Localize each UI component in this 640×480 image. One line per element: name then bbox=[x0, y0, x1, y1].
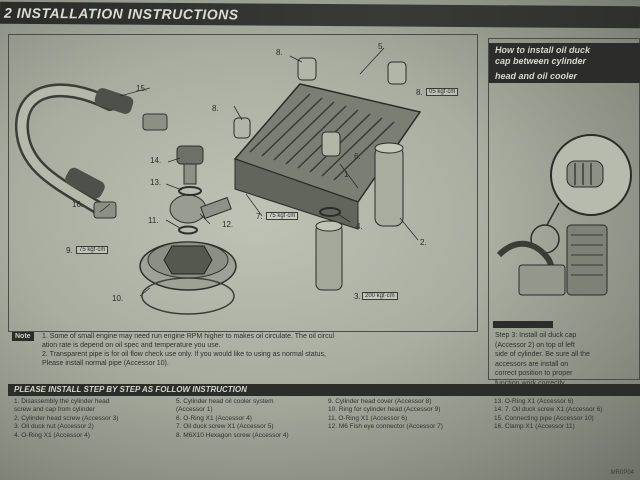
cylinder-head-screw bbox=[315, 223, 343, 291]
inset-title-line-1: How to install oil duck bbox=[495, 45, 591, 55]
callout-9: 9. bbox=[66, 246, 73, 255]
callout-6: 6. bbox=[354, 152, 361, 161]
inset-step-line: accessors are install on bbox=[495, 360, 569, 368]
header-title: 2 INSTALLATION INSTRUCTIONS bbox=[3, 4, 239, 23]
callout-3: 3. bbox=[354, 292, 361, 301]
note-line-4: Please install normal pipe (Accessor 10)… bbox=[42, 360, 169, 367]
note-line-1: 1. Some of small engine may need run eng… bbox=[42, 333, 335, 340]
step-item: 11. O-Ring X1 (Accessor 6) bbox=[328, 414, 407, 422]
step-item: (Accessor 1) bbox=[176, 406, 213, 414]
step-item: 9. Cylinder head cover (Accessor 8) bbox=[328, 398, 432, 405]
screw-8-left bbox=[233, 117, 251, 139]
fish-eye-connector bbox=[169, 194, 207, 224]
callout-8-right: 8. bbox=[416, 88, 423, 97]
callout-7: 7. bbox=[256, 212, 263, 221]
callout-16: 16. bbox=[72, 200, 84, 209]
step-item: 8. M6X10 Hexagon screw (Accessor 4) bbox=[176, 431, 289, 439]
torque-7: 75 kgf·cm bbox=[266, 212, 299, 220]
screw-8-top bbox=[297, 57, 317, 81]
callout-8-left: 8. bbox=[212, 104, 219, 113]
note-line-3: 2. Transparent pipe is for oil flow chec… bbox=[42, 351, 326, 358]
step-item: 5. Cylinder head oil cooler system bbox=[176, 398, 274, 405]
diagram-frame bbox=[8, 34, 478, 332]
torque-9: 75 kgf·cm bbox=[76, 246, 109, 254]
step-item: 6. O-Ring X1 (Accessor 4) bbox=[176, 414, 252, 422]
pipe-sleeve-bottom bbox=[65, 167, 105, 199]
inset-title: How to install oil duck cap between cyli… bbox=[489, 43, 640, 71]
bolt-14 bbox=[176, 145, 204, 165]
inset-title-line-3: head and oil cooler bbox=[489, 71, 640, 83]
inset-panel: How to install oil duck cap between cyli… bbox=[488, 38, 640, 387]
note-line-2: ation rate is depend on oil spec and tem… bbox=[42, 342, 221, 349]
step-item: 13. O-Ring X1 (Accessor 6) bbox=[494, 398, 574, 405]
callout-10: 10. bbox=[112, 294, 124, 303]
clamp-top bbox=[142, 113, 168, 131]
step-item: 4. O-Ring X1 (Accessor 4) bbox=[14, 431, 90, 439]
exploded-diagram bbox=[14, 47, 422, 315]
step-item: 14. 7. Oil duck screw X1 (Accessor 6) bbox=[494, 406, 603, 414]
steps-column-4: 13. O-Ring X1 (Accessor 6)14. 7. Oil duc… bbox=[494, 398, 602, 432]
step-item: screw and cap from cylinder bbox=[14, 406, 95, 414]
hex-nut bbox=[163, 245, 213, 275]
footer-code: MR0P04 bbox=[610, 470, 634, 476]
callout-15: 15. bbox=[136, 84, 148, 93]
screw-6 bbox=[321, 131, 341, 157]
notes-section: Note 1. Some of small engine may need ru… bbox=[12, 332, 474, 374]
step-item: 16. Clamp X1 (Accessor 11) bbox=[494, 423, 575, 431]
callout-4: 4. bbox=[356, 222, 363, 231]
inset-step-line: side of cylinder. Be sure all the bbox=[495, 351, 590, 358]
o-ring-13 bbox=[178, 186, 202, 196]
inset-cooler bbox=[566, 224, 608, 296]
inset-step-line: (Accessor 2) on top of left bbox=[495, 341, 575, 349]
step-item: 7. Oil duck screw X1 (Accessor 5) bbox=[176, 423, 274, 431]
inset-step-line: Step 3: Install oil duck cap bbox=[495, 332, 577, 339]
torque-3: 200 kgf·cm bbox=[362, 292, 398, 300]
callout-13: 13. bbox=[150, 178, 162, 187]
pipe-sleeve-top bbox=[94, 88, 134, 114]
inset-step-line: function work correctly. bbox=[495, 379, 567, 387]
header-bar: 2 INSTALLATION INSTRUCTIONS bbox=[0, 1, 640, 29]
callout-1: 1. bbox=[344, 170, 351, 179]
oil-duck-screw bbox=[374, 145, 404, 227]
steps-column-1: 1. Disassembly the cylinder head screw a… bbox=[14, 398, 118, 440]
inset-title-line-2: cap between cylinder bbox=[495, 56, 587, 66]
cover-ring bbox=[141, 277, 235, 315]
callout-5: 5. bbox=[378, 42, 385, 51]
inset-step-line: correct position to proper bbox=[495, 370, 573, 377]
step-item: 3. Oil duck nut (Accessor 2) bbox=[14, 423, 94, 431]
torque-8: 05 kgf·cm bbox=[426, 88, 459, 96]
inset-diagram bbox=[496, 134, 632, 296]
step-item: 10. Ring for cylinder head (Accessor 9) bbox=[328, 406, 441, 414]
callout-14: 14. bbox=[150, 156, 162, 165]
screw-8-right bbox=[387, 61, 407, 85]
callout-2: 2. bbox=[420, 238, 427, 247]
step-item: 1. Disassembly the cylinder head bbox=[14, 398, 110, 405]
inset-step-bar bbox=[493, 321, 553, 328]
inset-step-text: Step 3: Install oil duck cap (Accessor 2… bbox=[495, 331, 640, 388]
steps-column-2: 5. Cylinder head oil cooler system (Acce… bbox=[176, 398, 289, 440]
steps-title: PLEASE INSTALL STEP BY STEP AS FOLLOW IN… bbox=[8, 384, 640, 396]
steps-column-3: 9. Cylinder head cover (Accessor 8)10. R… bbox=[328, 398, 443, 432]
step-item: 15. Connecting pipe (Accessor 10) bbox=[494, 414, 594, 422]
clamp-bottom bbox=[93, 201, 117, 219]
callout-11: 11. bbox=[148, 216, 159, 225]
cooler-fins bbox=[249, 93, 395, 181]
leader-lines bbox=[99, 47, 419, 297]
o-ring-4 bbox=[319, 207, 341, 217]
step-item: 2. Cylinder head screw (Accessor 3) bbox=[14, 414, 119, 422]
note-badge: Note bbox=[12, 332, 34, 341]
callout-8-top: 8. bbox=[276, 48, 283, 57]
callout-12: 12. bbox=[222, 220, 234, 229]
step-item: 12. M6 Fish eye connector (Accessor 7) bbox=[328, 423, 443, 431]
o-ring-11 bbox=[178, 225, 198, 235]
